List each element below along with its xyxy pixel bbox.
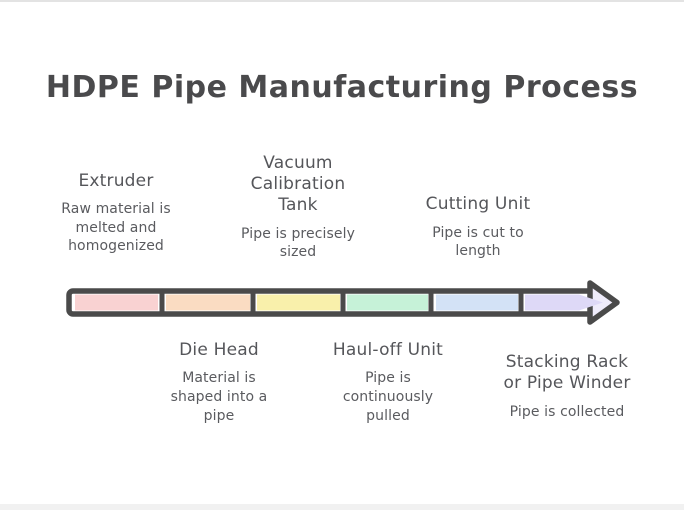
bottom-edge-band: [0, 504, 684, 510]
stage-stacking-rack-description: Pipe is collected: [509, 403, 625, 420]
stage-extruder-name: Extruder: [78, 170, 154, 191]
arrow-segment-extruder: [75, 294, 158, 311]
stage-stacking-rack: Stacking Rack or Pipe Winder Pipe is col…: [477, 352, 657, 421]
arrow-segment-haul-off: [347, 294, 428, 311]
top-edge-line: [0, 0, 684, 2]
page-title: HDPE Pipe Manufacturing Process: [45, 70, 639, 105]
arrow-segment-stacking: [525, 294, 603, 311]
arrow-segment-vacuum-tank: [257, 294, 340, 311]
stage-cutting-unit: Cutting Unit Pipe is cut to length: [398, 194, 558, 261]
stage-cutting-unit-name: Cutting Unit: [425, 194, 531, 215]
arrow-segment-cutting-unit: [436, 294, 518, 311]
stage-die-head-name: Die Head: [179, 340, 259, 360]
stage-extruder: Extruder Raw material is melted and homo…: [36, 171, 196, 257]
process-flow-arrow: [56, 274, 626, 326]
stage-haul-off-unit-description: Pipe is continuously pulled: [342, 370, 434, 424]
stage-extruder-description: Raw material is melted and homogenized: [61, 200, 171, 255]
stage-vacuum-calibration-tank-description: Pipe is precisely sized: [241, 225, 355, 261]
arrow-segment-die-head: [166, 294, 250, 311]
stage-haul-off-unit: Haul-off Unit Pipe is continuously pulle…: [308, 340, 468, 426]
stage-vacuum-calibration-tank-name: Vacuum Calibration Tank: [250, 152, 346, 216]
stage-cutting-unit-description: Pipe is cut to length: [432, 224, 524, 260]
stage-haul-off-unit-name: Haul-off Unit: [332, 340, 444, 360]
stage-die-head-description: Material is shaped into a pipe: [170, 370, 268, 424]
stage-vacuum-calibration-tank: Vacuum Calibration Tank Pipe is precisel…: [218, 153, 378, 262]
stage-die-head: Die Head Material is shaped into a pipe: [139, 340, 299, 426]
stage-stacking-rack-name: Stacking Rack or Pipe Winder: [503, 352, 631, 394]
process-arrow-graphic: [66, 280, 620, 325]
arrow-segment-separators: [159, 288, 524, 317]
